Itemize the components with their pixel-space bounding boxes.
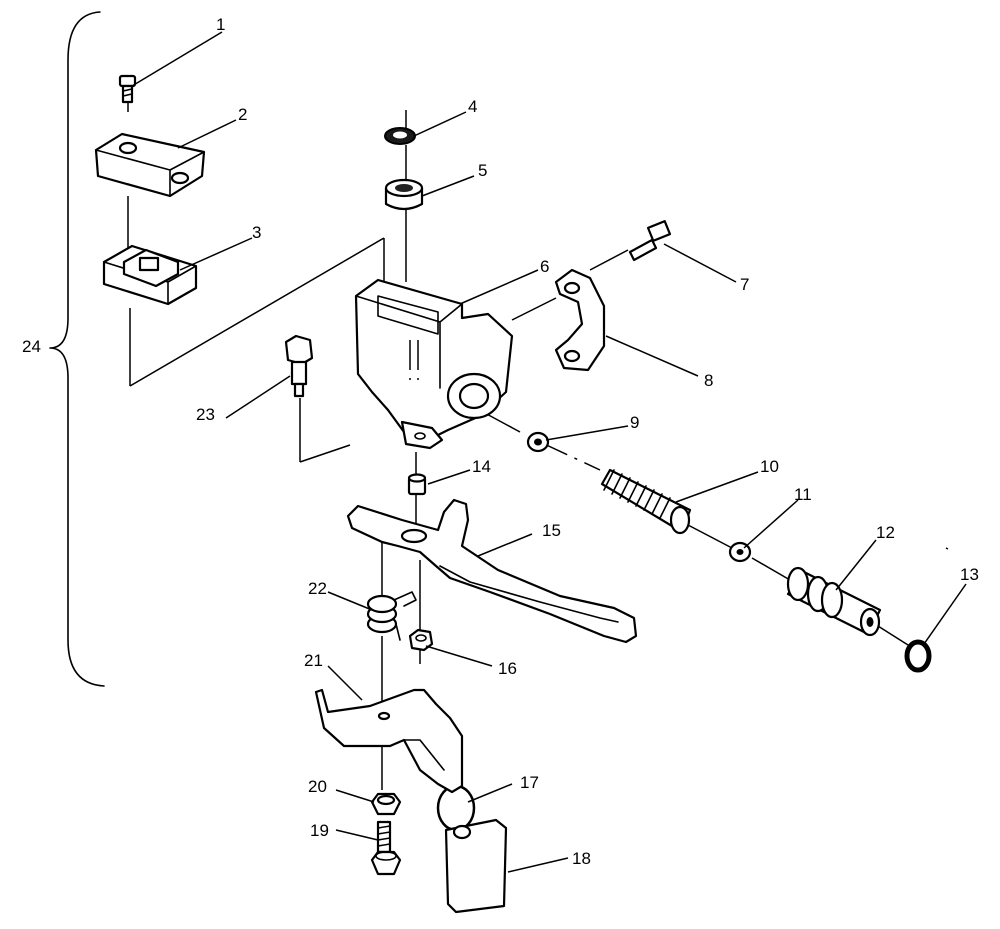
callout-9: 9 xyxy=(630,413,639,432)
callout-leader-lines xyxy=(131,31,967,873)
callout-13: 13 xyxy=(960,565,979,584)
callout-15: 15 xyxy=(542,521,561,540)
part-20-nut xyxy=(370,792,402,816)
callout-8: 8 xyxy=(704,371,713,390)
part-5-boot xyxy=(384,178,424,211)
part-9-washer xyxy=(526,431,550,453)
callout-19: 19 xyxy=(310,821,329,840)
callout-24: 24 xyxy=(22,337,41,356)
callout-labels: 1 2 3 4 5 6 7 8 9 10 11 12 13 14 15 16 1… xyxy=(22,15,979,868)
callout-20: 20 xyxy=(308,777,327,796)
callout-12: 12 xyxy=(876,523,895,542)
callout-5: 5 xyxy=(478,161,487,180)
part-15-brake-lever xyxy=(346,498,638,644)
part-12-piston xyxy=(786,566,882,637)
part-21-switch-bracket xyxy=(314,688,464,794)
callout-1: 1 xyxy=(216,15,225,34)
part-10-return-spring xyxy=(600,468,692,535)
callout-16: 16 xyxy=(498,659,517,678)
callout-23: 23 xyxy=(196,405,215,424)
part-3-diaphragm xyxy=(102,244,198,306)
callout-22: 22 xyxy=(308,579,327,598)
part-16-nut xyxy=(408,628,434,652)
part-17-tether-ring xyxy=(436,784,476,832)
part-2-reservoir-cover xyxy=(94,132,206,198)
part-13-o-ring xyxy=(904,639,932,673)
callout-21: 21 xyxy=(304,651,323,670)
callout-7: 7 xyxy=(740,275,749,294)
callout-14: 14 xyxy=(472,457,491,476)
part-7-clamp-bolt xyxy=(628,220,672,262)
callout-10: 10 xyxy=(760,457,779,476)
callout-2: 2 xyxy=(238,105,247,124)
callout-11: 11 xyxy=(794,485,812,504)
part-1-cover-screw xyxy=(118,74,137,104)
part-14-bushing xyxy=(407,473,427,496)
callout-6: 6 xyxy=(540,257,549,276)
callout-18: 18 xyxy=(572,849,591,868)
callout-17: 17 xyxy=(520,773,539,792)
part-8-handlebar-clamp xyxy=(554,268,606,372)
assembly-brace xyxy=(49,11,105,687)
part-18-tag xyxy=(444,818,508,914)
part-22-torsion-spring xyxy=(366,591,417,641)
part-19-bolt xyxy=(370,820,402,876)
part-4-washer xyxy=(384,127,416,145)
part-23-pivot-bolt xyxy=(284,334,314,398)
part-6-master-cylinder-body xyxy=(354,278,514,450)
callout-3: 3 xyxy=(252,223,261,242)
callout-4: 4 xyxy=(468,97,477,116)
